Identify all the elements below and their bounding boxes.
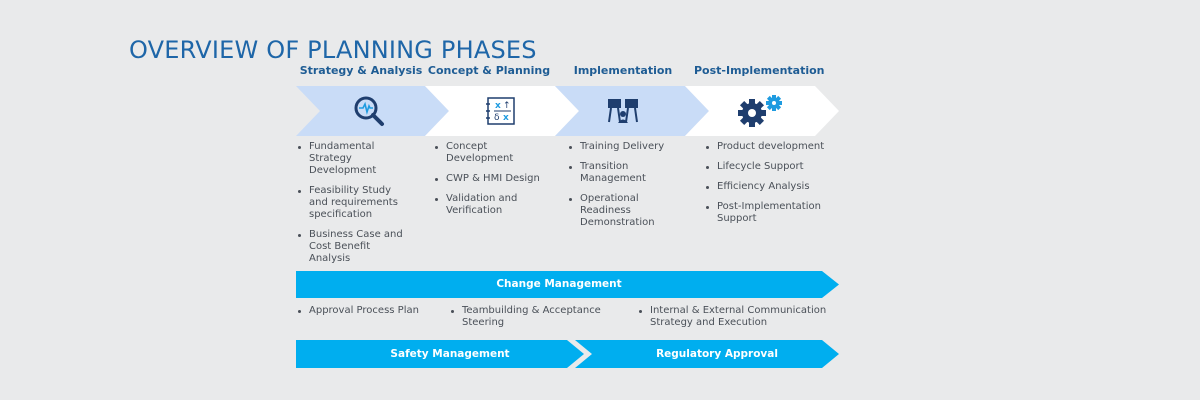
list-item: Training Delivery [567,141,682,153]
svg-text:δ: δ [494,113,500,123]
concept-items: Concept Development CWP & HMI Design Val… [433,141,548,225]
svg-text:x: x [503,113,509,123]
safety-management-band [296,340,584,368]
list-item: Business Case and Cost Benefit Analysis [296,229,411,265]
phase-label-strategy: Strategy & Analysis [299,64,423,77]
change-management-band [296,271,839,298]
chevron-strategy [296,86,449,136]
list-item: Operational Readiness Demonstration [567,193,682,229]
formula-board-icon: x ↑ δ x [486,97,515,125]
list-item: Fundamental Strategy Development [296,141,411,177]
implementation-items: Training Delivery Transition Management … [567,141,682,237]
phase-label-implementation: Implementation [573,64,673,77]
list-item: Efficiency Analysis [704,181,839,193]
list-item: Teambuilding & Acceptance Steering [449,305,622,329]
list-item: Post-Implementation Support [704,201,839,225]
chevron-implementation [555,86,709,136]
list-item: Transition Management [567,161,682,185]
list-item: CWP & HMI Design [433,173,548,185]
phase-label-post-implementation: Post-Implementation [694,64,825,77]
list-item: Approval Process Plan [296,305,449,317]
list-item: Concept Development [433,141,548,165]
svg-text:x: x [495,101,501,111]
page-title: OVERVIEW OF PLANNING PHASES [129,36,537,65]
change-management-label: Change Management [496,278,622,290]
gears-icon [738,95,782,127]
regulatory-approval-band [575,340,839,368]
magnifier-pulse-icon [354,96,384,126]
list-item: Validation and Verification [433,193,548,217]
phase-label-concept: Concept & Planning [427,64,551,77]
svg-text:↑: ↑ [503,101,511,111]
list-item: Lifecycle Support [704,161,839,173]
list-item: Internal & External Communication Strate… [637,305,845,329]
safety-management-label: Safety Management [390,348,510,360]
regulatory-approval-label: Regulatory Approval [656,348,778,360]
classroom-training-icon [608,99,638,123]
strategy-items: Fundamental Strategy Development Feasibi… [296,141,411,273]
list-item: Feasibility Study and requirements speci… [296,185,411,221]
post-implementation-items: Product development Lifecycle Support Ef… [704,141,839,233]
list-item: Product development [704,141,839,153]
